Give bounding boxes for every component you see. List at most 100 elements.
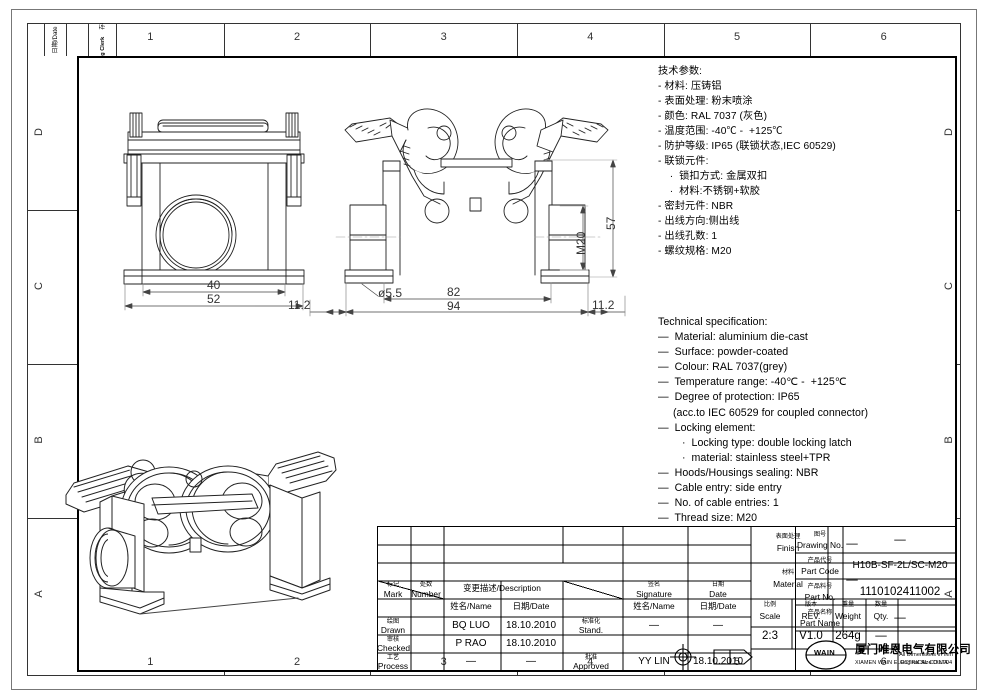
zone-tick xyxy=(223,23,225,56)
tb-material-en: Material xyxy=(773,579,803,589)
tb-role-en-0: Drawn xyxy=(380,625,406,635)
zone-column-label: 2 xyxy=(293,31,301,43)
tb-date-header: 日期/Date xyxy=(512,601,550,611)
tb-date-cn: 日期 xyxy=(711,581,725,588)
tb-role2-cn-0: 标准化 xyxy=(581,618,601,625)
dim-front-outer: 52 xyxy=(207,292,221,306)
zone-tick xyxy=(27,364,77,365)
tb-name-header: 姓名/Name xyxy=(450,601,492,611)
tb-role2-date-0: — xyxy=(713,620,723,631)
tb-role2-name-0: — xyxy=(649,620,659,631)
tb-note-line2: Original Size DIN A 4 xyxy=(899,660,953,666)
tb-material-value: — xyxy=(846,574,858,586)
zone-tick xyxy=(27,518,77,519)
company-name-en: XIAMEN WAIN ELECTRICAL CO.LTD xyxy=(855,660,950,666)
zone-column-label: 3 xyxy=(440,31,447,43)
zone-tick xyxy=(27,210,77,211)
tb-role2-en-0: Stand. xyxy=(578,625,604,635)
dim-right-offset: 11.2 xyxy=(592,298,615,312)
tb-role-name-0: BQ LUO xyxy=(452,620,490,631)
tb-qty-en: Qty. xyxy=(873,611,889,621)
tb-role2-cn-2: 批准 xyxy=(584,654,598,661)
tb-name-header-2: 姓名/Name xyxy=(633,601,675,611)
filing-cell-blank2 xyxy=(67,23,89,56)
zone-column-label: 2 xyxy=(293,656,301,668)
tb-role2-date-2: 18.10.2010 xyxy=(692,656,744,667)
paper-border xyxy=(11,9,977,690)
tb-part-code-cn: 产品代号 xyxy=(807,557,833,564)
tb-role-cn-1: 审核 xyxy=(386,636,400,643)
zone-tick xyxy=(517,23,518,56)
tb-scale-value: 2:3 xyxy=(762,630,778,642)
tb-rev-cn: 版本 xyxy=(804,601,818,608)
zone-column-label: 6 xyxy=(880,31,887,43)
zone-tick xyxy=(370,672,372,676)
tb-scale-en: Scale xyxy=(759,611,781,621)
tb-weight-cn: 重量 xyxy=(841,601,855,608)
tb-role2-en-2: Approved xyxy=(573,661,609,671)
tb-weight-value: 264g xyxy=(835,630,861,642)
technical-specification-en: Technical specification: — Material: alu… xyxy=(658,316,869,525)
dim-hole-dia: ø5.5 xyxy=(378,286,403,300)
zone-column-label: 5 xyxy=(733,31,741,43)
tb-part-no-en: Part No. xyxy=(804,592,836,602)
tb-description-header: 变更描述/Description xyxy=(463,583,541,593)
tb-role-date-0: 18.10.2010 xyxy=(505,620,557,631)
tb-finish-cn: 表面处理 xyxy=(775,533,801,540)
zone-tick xyxy=(663,672,665,676)
title-block-right xyxy=(795,526,957,672)
tb-role-date-1: 18.10.2010 xyxy=(505,638,557,649)
filing-cell-clerk: Filing Clerk 存档员 xyxy=(89,23,117,56)
tb-date-header-2: 日期/Date xyxy=(699,601,737,611)
tb-signature-cn: 签名 xyxy=(647,581,661,588)
zone-tick xyxy=(957,364,961,365)
dim-span-inner: 82 xyxy=(447,285,461,299)
tb-date-en: Date xyxy=(709,589,727,599)
tb-mark-en: Mark xyxy=(383,589,403,599)
tb-part-name-en: Part Name xyxy=(799,618,841,628)
side-view xyxy=(344,108,609,284)
tb-drawing-no-en: Drawing No. xyxy=(797,540,844,550)
tb-role-en-1: Checked xyxy=(377,643,411,653)
front-view xyxy=(123,112,305,285)
tb-finish-value: — xyxy=(846,538,858,550)
zone-tick xyxy=(663,23,665,56)
zone-tick xyxy=(810,672,812,676)
zone-tick xyxy=(810,23,812,56)
title-block-right-grid xyxy=(796,527,956,632)
tb-qty-cn: 数量 xyxy=(874,601,888,608)
zone-column-label: 4 xyxy=(587,31,594,43)
tb-note-line1: All Dimensions in mm xyxy=(899,652,953,658)
tb-part-no-value: 1110102411002 xyxy=(859,586,941,598)
tb-role-cn-2: 工艺 xyxy=(386,654,400,661)
tb-part-code-en: Part Code xyxy=(801,566,839,576)
zone-tick xyxy=(223,672,225,676)
tb-part-code-value: H10B-SF-2L/SC-M20 xyxy=(852,560,948,571)
tb-finish-en: Finish xyxy=(776,543,800,553)
zone-tick xyxy=(370,23,372,56)
tb-role-name-1: P RAO xyxy=(455,638,487,649)
isometric-view xyxy=(65,451,337,615)
tb-scale-cn: 比例 xyxy=(763,601,777,608)
company-logo: WAIN xyxy=(805,640,847,675)
tb-number-en: Number xyxy=(411,589,441,599)
tb-role-en-2: Process xyxy=(377,661,409,671)
wain-logo-text: WAIN xyxy=(814,648,836,657)
tb-role2-name-2: YY LIN xyxy=(638,656,670,667)
zone-column-label: 4 xyxy=(587,656,594,668)
zone-column-label: 1 xyxy=(147,31,154,43)
dim-height: 57 xyxy=(604,216,618,230)
dim-thread: M20 xyxy=(574,231,588,255)
filing-cell-date: 日期/Date xyxy=(45,23,67,56)
filing-header-table: 日期/Date Filing Clerk 存档员 xyxy=(27,23,147,56)
technical-parameters-cn: 技术参数: - 材料: 压铸铝 - 表面处理: 粉末喷涂 - 颜色: RAL 7… xyxy=(658,66,836,257)
company-name-cn: 厦门唯恩电气有限公司 xyxy=(855,644,971,656)
dim-left-offset: 11.2 xyxy=(288,298,311,312)
zone-tick xyxy=(957,518,961,519)
tb-rev-en: REV. xyxy=(801,611,821,621)
tb-part-no-cn: 产品料号 xyxy=(807,583,833,590)
tb-number-cn: 处数 xyxy=(419,581,433,588)
tb-rev-value: V1.0 xyxy=(799,630,823,642)
